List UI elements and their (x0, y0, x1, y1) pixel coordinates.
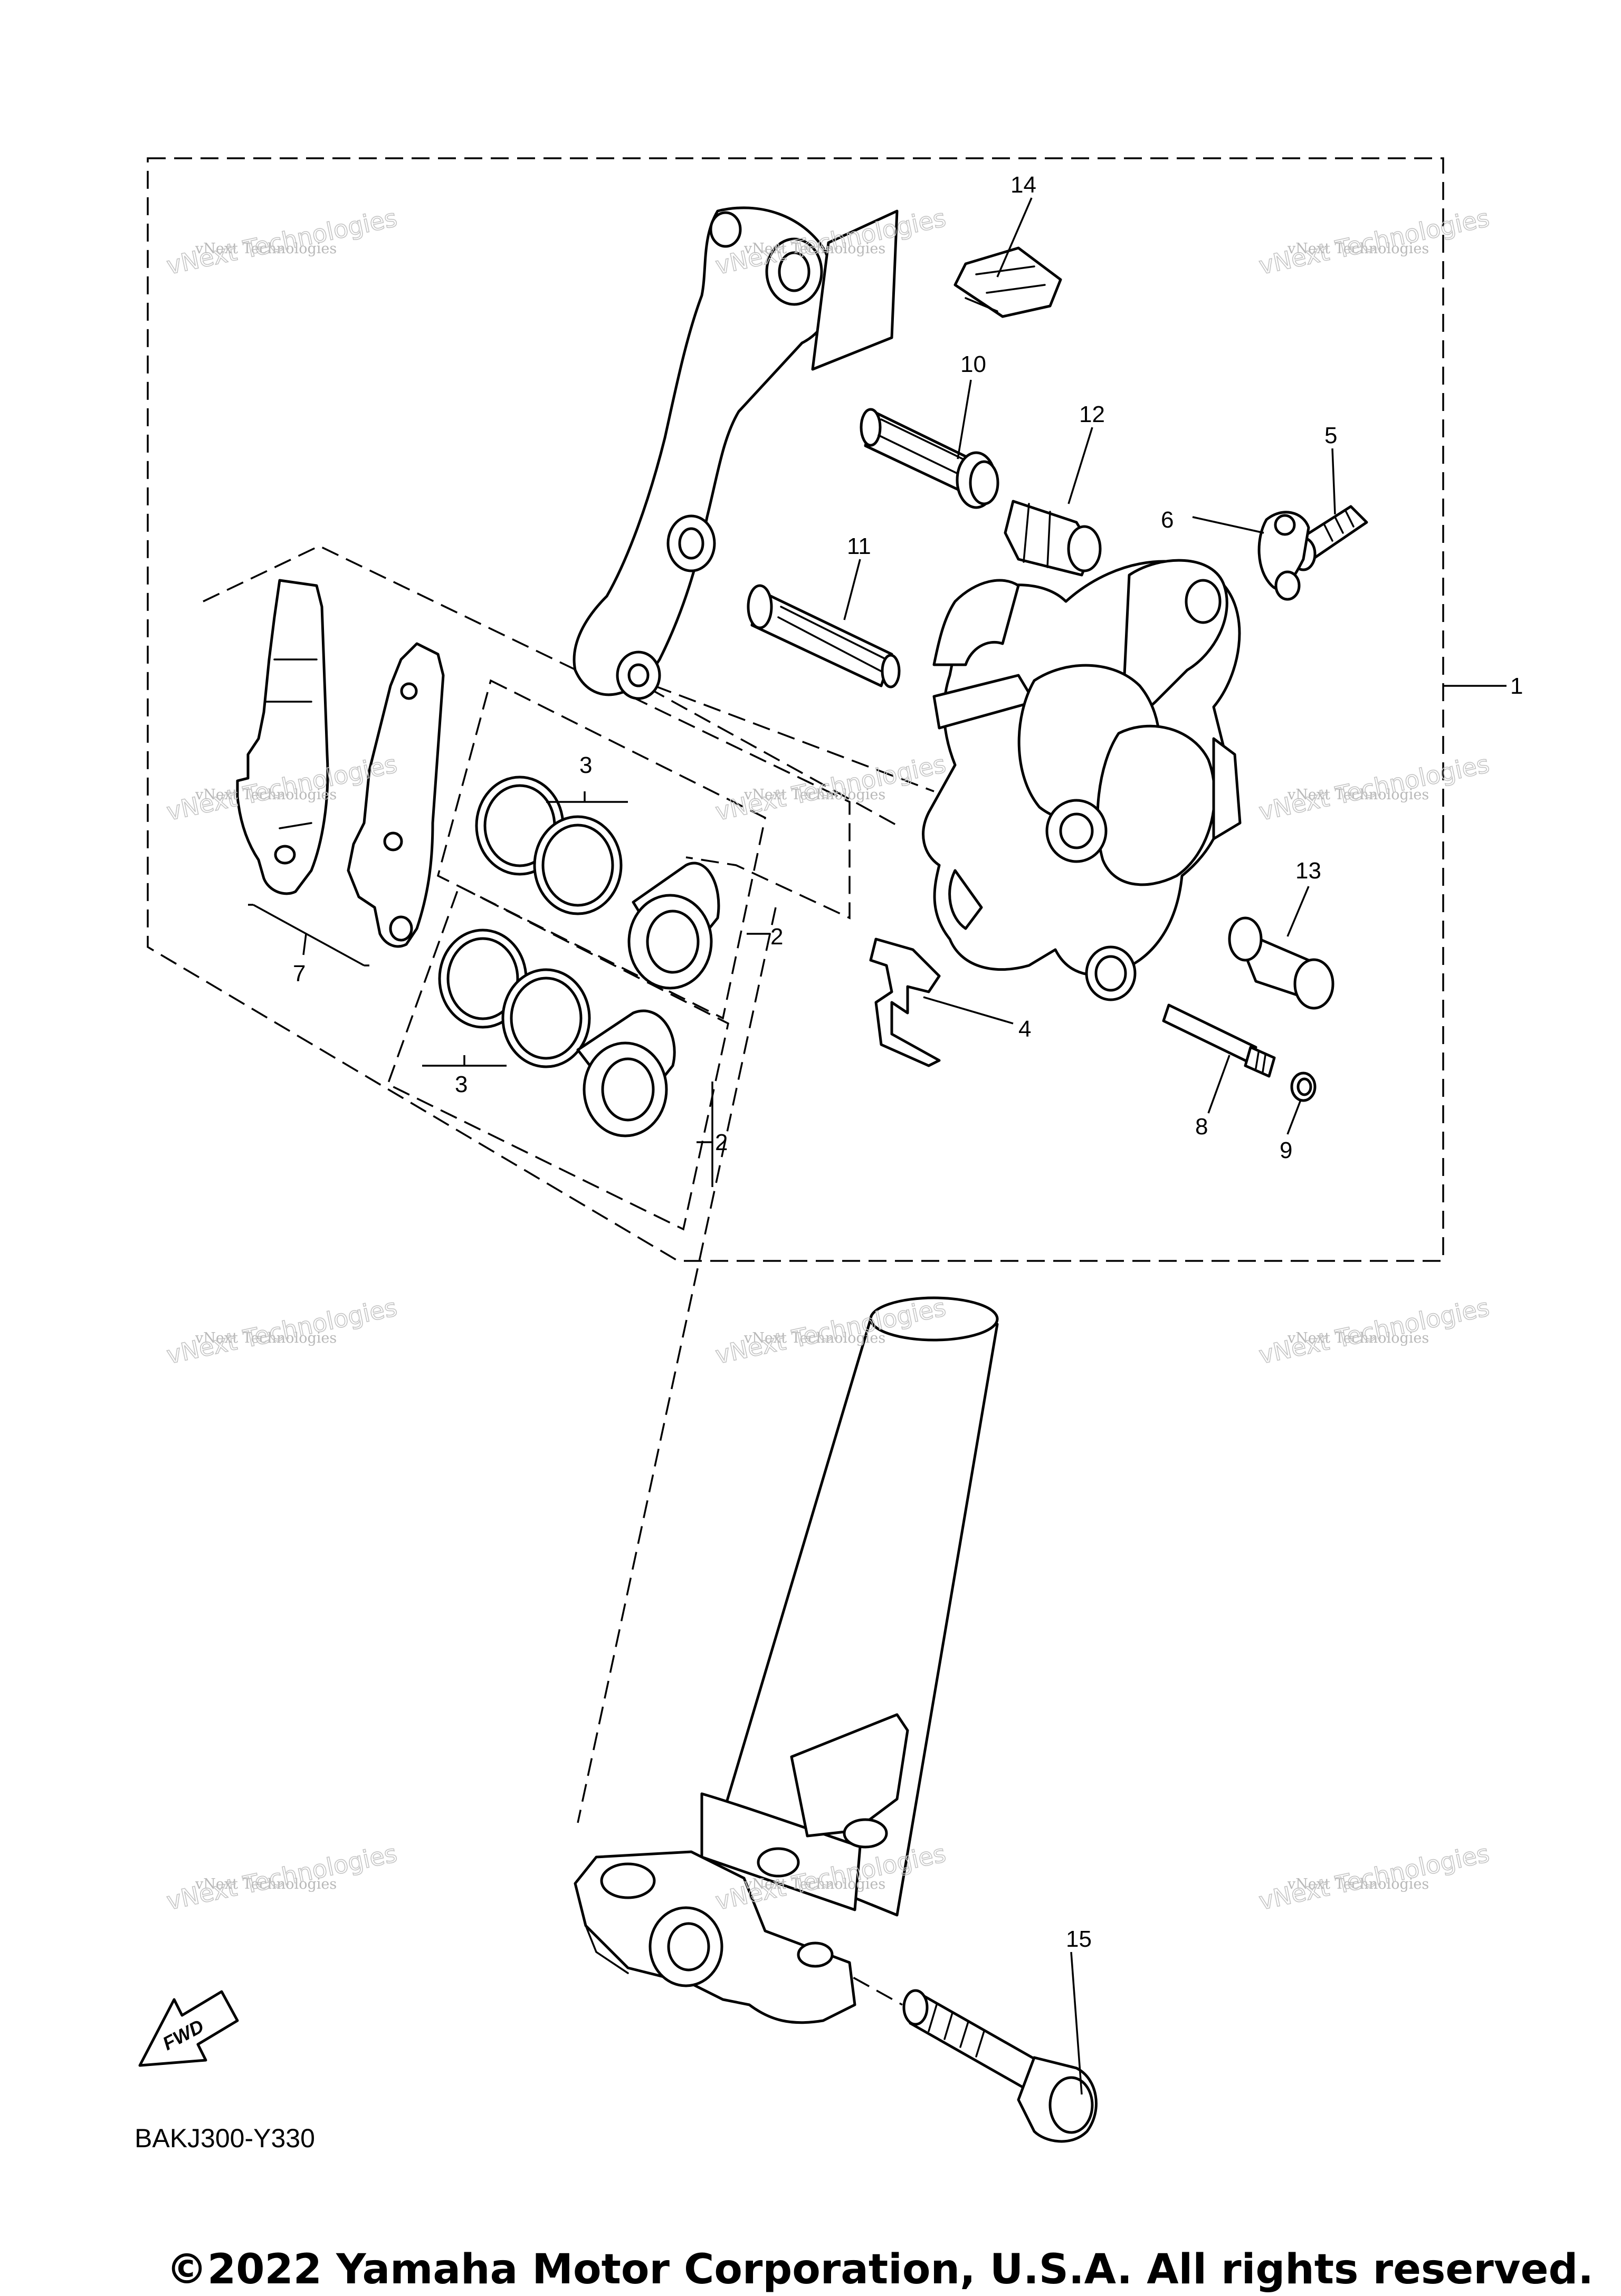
assembly-line-pads-to-fork (577, 907, 777, 1823)
callout-1: 1 (1510, 673, 1523, 699)
callout-10: 10 (960, 351, 986, 377)
callout-2: 2 (770, 924, 783, 950)
callout-13: 13 (1295, 858, 1321, 884)
callout-7: 7 (293, 961, 306, 987)
svg-text:vNext Technologies: vNext Technologies (743, 241, 885, 257)
copyright-notice: ©2022 Yamaha Motor Corporation, U.S.A. A… (166, 2246, 1594, 2293)
front-fork-leg (574, 1296, 999, 2024)
pad-support-14 (953, 246, 1062, 318)
boot-12 (1004, 500, 1102, 577)
callout-15: 15 (1066, 1926, 1092, 1952)
callout-14: 14 (1010, 172, 1036, 198)
svg-text:vNext Technologies: vNext Technologies (195, 1330, 337, 1346)
pin-8 (1162, 1003, 1276, 1078)
svg-text:vNext Technologies: vNext Technologies (743, 1330, 885, 1346)
brake-pad-outer (236, 579, 329, 895)
piston-kit-box-lower (386, 885, 729, 1231)
leader-lines (248, 197, 1506, 2095)
svg-text:vNext Technologies: vNext Technologies (195, 787, 337, 803)
svg-text:vNext Technologies: vNext Technologies (1287, 1876, 1429, 1892)
callout-5: 5 (1324, 423, 1337, 448)
caliper-body (922, 559, 1242, 1001)
piston-lower (576, 1009, 676, 1137)
callout-3: 3 (455, 1072, 468, 1097)
seals-upper (475, 776, 623, 915)
callout-8: 8 (1195, 1114, 1208, 1140)
assembly-boundary (147, 157, 1444, 1262)
fwd-arrow-icon: FWD (138, 1990, 239, 2067)
bolt-13 (1228, 916, 1334, 1010)
callout-2: 2 (715, 1130, 728, 1155)
slide-pin-10 (860, 408, 999, 509)
assembly-line-bolt-15 (807, 1951, 903, 2006)
callout-12: 12 (1079, 401, 1105, 427)
svg-text:vNext Technologies: vNext Technologies (1287, 787, 1429, 803)
svg-text:vNext Technologies: vNext Technologies (1287, 1330, 1429, 1346)
pad-spring-4 (869, 937, 941, 1067)
svg-text:vNext Technologies: vNext Technologies (195, 241, 337, 257)
slide-pin-11 (747, 584, 901, 688)
plug-9 (1290, 1072, 1317, 1102)
caliper-bracket (573, 206, 899, 700)
callout-9: 9 (1280, 1137, 1292, 1163)
callout-3: 3 (579, 752, 592, 778)
bolt-15 (902, 1989, 1098, 2143)
callout-6: 6 (1161, 507, 1174, 533)
svg-text:vNext Technologies: vNext Technologies (743, 787, 885, 803)
piston-kit-box-upper (436, 679, 766, 1020)
seals-lower (438, 929, 591, 1068)
pad-group-outline (203, 545, 851, 920)
brake-pad-inner (347, 642, 445, 948)
diagram-code: BAKJ300-Y330 (135, 2123, 315, 2153)
callout-4: 4 (1018, 1016, 1031, 1042)
piston-upper (627, 862, 720, 990)
svg-text:vNext Technologies: vNext Technologies (1287, 241, 1429, 257)
banjo-union-6 (1257, 511, 1310, 601)
assembly-line-bracket (654, 685, 935, 792)
svg-text:vNext Technologies: vNext Technologies (195, 1876, 337, 1892)
callout-11: 11 (847, 533, 871, 559)
svg-text:vNext Technologies: vNext Technologies (743, 1876, 885, 1892)
callout-labels: 1 2 2 3 3 4 5 6 7 8 9 10 11 12 13 14 15 (293, 172, 1523, 1952)
